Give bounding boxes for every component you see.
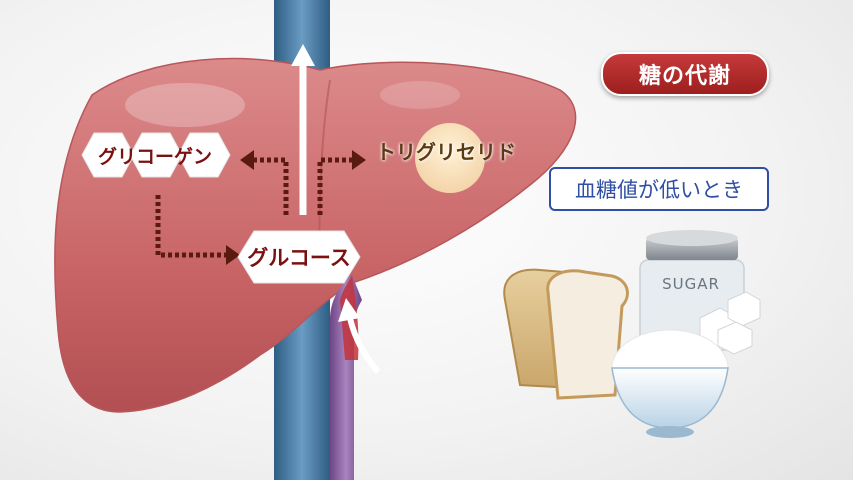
- dotted-arrowhead-glycogen: [240, 150, 254, 170]
- dotted-arrow-to-triglyceride: [317, 157, 355, 215]
- sugar-jar-illustration: [639, 230, 745, 351]
- release-arrow-head: [291, 44, 315, 66]
- sugar-jar-label: SUGAR: [662, 275, 720, 293]
- intake-arrow-shaft: [347, 317, 381, 374]
- intake-arrow-head: [338, 298, 360, 322]
- dotted-arrow-from-glycogen: [155, 195, 228, 258]
- triglyceride-label: トリグリセリド: [376, 139, 516, 164]
- bread-illustration: [503, 268, 629, 400]
- dotted-arrows: [155, 157, 355, 258]
- glycogen-hexagons: [81, 132, 231, 178]
- glycogen-label: グリコーゲン: [97, 145, 212, 168]
- condition-box: 血糖値が低いとき: [549, 167, 769, 211]
- glucose-label: グルコース: [247, 246, 351, 270]
- sugar-cubes: [699, 291, 761, 355]
- glucose-hexagon: [237, 230, 361, 284]
- liver-highlight: [125, 83, 245, 127]
- dotted-arrow-to-glycogen: [250, 157, 289, 215]
- triglyceride-droplet: [415, 123, 485, 193]
- liver-highlight: [380, 81, 460, 109]
- title-badge: 糖の代謝: [601, 52, 769, 96]
- dotted-arrowhead-triglyceride: [352, 150, 366, 170]
- dotted-arrowhead-glucose: [226, 245, 240, 265]
- rice-bowl-illustration: [611, 329, 729, 438]
